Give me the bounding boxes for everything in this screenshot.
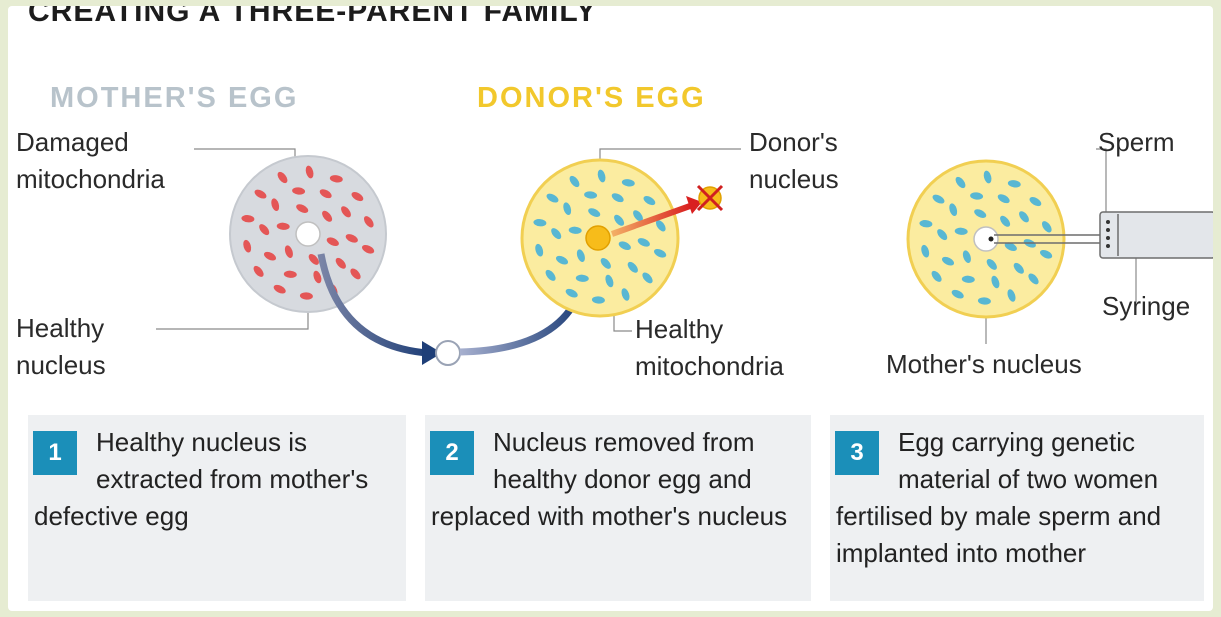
step-3-text: Egg carrying genetic material of two wom… [836, 424, 1200, 572]
label-healthy-nucleus: Healthy nucleus [16, 310, 106, 384]
step-2: Nucleus removed from healthy donor egg a… [425, 415, 811, 601]
label-damaged-mitochondria: Damaged mitochondria [16, 124, 165, 198]
sperm-head [989, 237, 994, 242]
step-3-badge: 3 [835, 431, 879, 475]
label-mothers-nucleus: Mother's nucleus [886, 346, 1082, 383]
infographic-panel: CREATING A THREE-PARENT FAMILY [8, 6, 1213, 611]
mother-egg [230, 156, 386, 312]
mother-nucleus-in-donor-egg [974, 227, 998, 251]
donor-nucleus [586, 226, 610, 250]
mother-healthy-nucleus [296, 222, 320, 246]
discarded-nucleus-icon [698, 186, 722, 210]
label-syringe: Syringe [1102, 288, 1190, 325]
step-3: Egg carrying genetic material of two wom… [830, 415, 1204, 601]
step-1-text: Healthy nucleus is extracted from mother… [34, 424, 402, 535]
step-2-badge: 2 [430, 431, 474, 475]
step-1: Healthy nucleus is extracted from mother… [28, 415, 406, 601]
step-1-badge: 1 [33, 431, 77, 475]
donor-egg [522, 160, 678, 316]
syringe-barrel [1100, 212, 1213, 258]
label-sperm: Sperm [1098, 124, 1175, 161]
transit-nucleus [436, 341, 460, 365]
mother-egg-heading: MOTHER'S EGG [50, 82, 298, 115]
label-donors-nucleus: Donor's nucleus [749, 124, 839, 198]
label-healthy-mitochondria: Healthy mitochondria [635, 311, 784, 385]
donor-egg-heading: DONOR'S EGG [477, 82, 706, 115]
step-2-text: Nucleus removed from healthy donor egg a… [431, 424, 807, 535]
fertilised-egg [908, 161, 1064, 317]
